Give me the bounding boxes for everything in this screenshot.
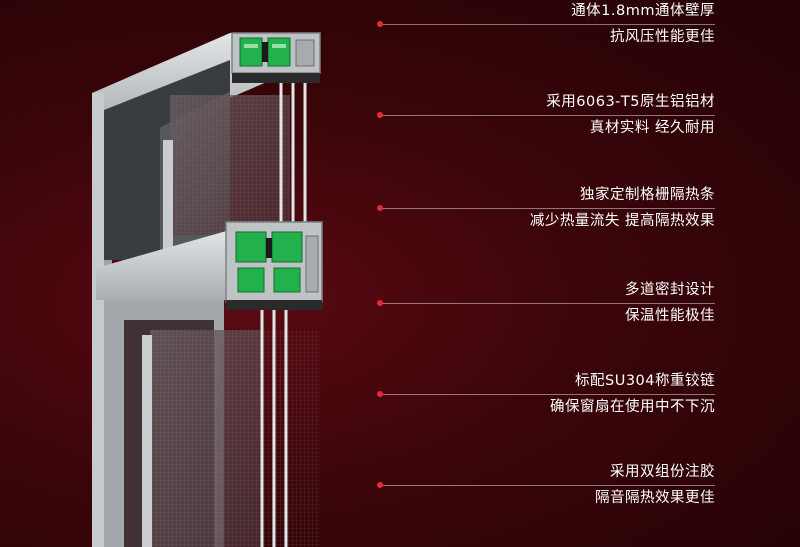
feature-thermal-break-strip: 独家定制格栅隔热条 减少热量流失 提高隔热效果 — [377, 184, 715, 236]
feature-wall-thickness: 通体1.8mm通体壁厚 抗风压性能更佳 — [377, 0, 715, 52]
feature-title: 通体1.8mm通体壁厚 — [571, 3, 715, 19]
feature-title: 多道密封设计 — [625, 282, 715, 298]
feature-subtitle: 减少热量流失 提高隔热效果 — [529, 213, 715, 229]
callout-line — [380, 303, 715, 304]
callout-dot — [377, 300, 383, 306]
feature-multi-seal: 多道密封设计 保温性能极佳 — [377, 279, 715, 331]
callout-line — [380, 485, 715, 486]
top-profile-section — [231, 32, 321, 83]
feature-subtitle: 真材实料 经久耐用 — [589, 120, 715, 136]
callout-dot — [377, 112, 383, 118]
feature-title: 采用6063-T5原生铝铝材 — [546, 94, 715, 110]
callout-dot — [377, 482, 383, 488]
feature-subtitle: 隔音隔热效果更佳 — [595, 490, 715, 506]
feature-hinge: 标配SU304称重铰链 确保窗扇在使用中不下沉 — [377, 370, 715, 422]
frame-left-post — [92, 93, 104, 547]
callout-dot — [377, 205, 383, 211]
callout-dot — [377, 391, 383, 397]
middle-profile-section — [225, 221, 323, 310]
callout-line — [380, 24, 715, 25]
feature-glue-injection: 采用双组份注胶 隔音隔热效果更佳 — [377, 461, 715, 513]
feature-title: 独家定制格栅隔热条 — [580, 187, 715, 203]
callout-dot — [377, 21, 383, 27]
callout-line — [380, 394, 715, 395]
feature-title: 标配SU304称重铰链 — [575, 373, 715, 389]
feature-subtitle: 保温性能极佳 — [625, 308, 715, 324]
callout-line — [380, 208, 715, 209]
feature-subtitle: 抗风压性能更佳 — [610, 29, 715, 45]
feature-subtitle: 确保窗扇在使用中不下沉 — [550, 399, 715, 415]
feature-title: 采用双组份注胶 — [610, 464, 715, 480]
callout-line — [380, 115, 715, 116]
feature-aluminum-material: 采用6063-T5原生铝铝材 真材实料 经久耐用 — [377, 91, 715, 143]
glass-panes — [279, 83, 307, 225]
